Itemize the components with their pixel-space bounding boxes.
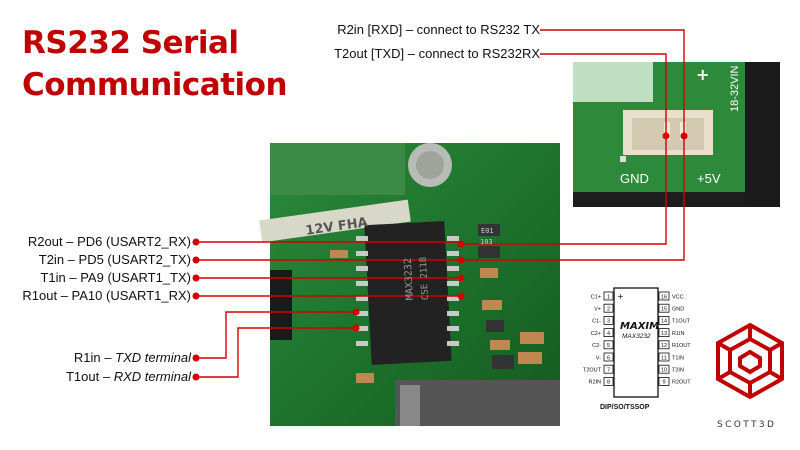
board-plus-sign: + xyxy=(696,65,709,84)
pinout-pin-left: 1 C1+ xyxy=(591,291,614,301)
pin-label-t2in: T2in – PD5 (USART2_TX) xyxy=(38,252,191,267)
pin-name: GND xyxy=(672,307,684,313)
pin-label-t1out: T1out – RXD terminal xyxy=(65,369,191,384)
chip-marking-2: CSE 2118 xyxy=(419,257,431,301)
pinout-pin-right: 15 GND xyxy=(658,303,684,313)
t2out-label: T2out [TXD] – connect to RS232RX xyxy=(334,46,540,61)
leader-lines xyxy=(196,29,685,378)
pin-name: VCC xyxy=(672,294,684,300)
pin-number: 6 xyxy=(607,355,610,361)
pinout-pin-left: 6 V- xyxy=(596,352,614,362)
pinout-pin-right: 12 R1OUT xyxy=(658,340,691,350)
pin-number: 9 xyxy=(662,380,665,386)
pin-name: C1- xyxy=(592,319,601,325)
pinout-pin-right: 9 R2OUT xyxy=(658,376,691,386)
chip-marking: MAX3232 xyxy=(403,258,416,301)
pin-number: 13 xyxy=(661,331,667,337)
pinout-package: DIP/SO/TSSOP xyxy=(600,404,650,411)
connector-photo xyxy=(573,62,780,207)
pin-number: 10 xyxy=(661,368,667,374)
svg-text:+: + xyxy=(617,292,624,301)
title-line-1: RS232 Serial xyxy=(22,25,239,61)
pinout-part: MAX3232 xyxy=(622,333,651,340)
pinout-pin-left: 3 C1- xyxy=(592,315,614,325)
pin-number: 14 xyxy=(661,319,667,325)
pin-number: 12 xyxy=(661,343,667,349)
pin-number: 2 xyxy=(607,307,610,313)
pinout-brand: MAXIM xyxy=(620,321,659,332)
pin-number: 7 xyxy=(607,368,610,374)
page-title: RS232 Serial Communication xyxy=(22,22,288,106)
pinout-left-pins: 1 C1+ 2 V+ 3 C1- 4 C2+ 5 C2- 6 V- 7 T2OUT 8 R2IN xyxy=(583,291,614,386)
pin-name: R1OUT xyxy=(672,343,691,349)
r2in-label: R2in [RXD] – connect to RS232 TX xyxy=(337,22,540,37)
pinout-right-pins: 16 VCC 15 GND 14 T1OUT 13 R1IN 12 R1OUT 11 T1IN 10 T2… xyxy=(658,291,691,386)
pin-number: 4 xyxy=(607,331,610,337)
pinout-pin-left: 2 V+ xyxy=(594,303,614,313)
board-side-label: 18-32VIN xyxy=(729,65,741,112)
pin-name: C2- xyxy=(592,343,601,349)
scott3d-logo xyxy=(716,322,784,400)
pin-number: 8 xyxy=(607,380,610,386)
title-line-2: Communication xyxy=(22,67,288,103)
pin-label-r2out: R2out – PD6 (USART2_RX) xyxy=(27,234,191,249)
pinout-pin-right: 16 VCC xyxy=(658,291,684,301)
five-volt-label: +5V xyxy=(697,171,721,186)
resistor-label: 103 xyxy=(480,238,493,246)
pinout-diagram: + MAXIM MAX3232 DIP/SO/TSSOP 1 C1+ 2 V+ 3 C1-… xyxy=(583,287,691,411)
pin-name: V- xyxy=(596,355,601,361)
pin-name: T2OUT xyxy=(583,368,602,374)
pin-name: T2IN xyxy=(672,368,684,374)
pin-label-r1out: R1out – PA10 (USART1_RX) xyxy=(22,288,191,303)
pin-name: C1+ xyxy=(591,294,601,300)
pin-number: 15 xyxy=(661,307,667,313)
pin-name: T1IN xyxy=(672,355,684,361)
pin-number: 5 xyxy=(607,343,610,349)
pinout-pin-right: 14 T1OUT xyxy=(658,315,691,325)
pin-name: V+ xyxy=(594,307,601,313)
pin-number: 1 xyxy=(607,294,610,300)
pin-name: R2OUT xyxy=(672,380,691,386)
pin-label-r1in: R1in – TXD terminal xyxy=(73,350,191,365)
resistor-label-2: E01 xyxy=(481,227,494,235)
pin-number: 16 xyxy=(661,294,667,300)
pinout-pin-left: 4 C2+ xyxy=(591,328,614,338)
pin-name: R2IN xyxy=(588,380,601,386)
logo-text: SCOTT3D xyxy=(717,420,777,430)
gnd-label: GND xyxy=(620,171,649,186)
pinout-pin-right: 11 T1IN xyxy=(658,352,684,362)
pcb-photo xyxy=(259,143,560,426)
pinout-pin-right: 13 R1IN xyxy=(658,328,685,338)
pinout-pin-left: 7 T2OUT xyxy=(583,364,614,374)
pin-name: C2+ xyxy=(591,331,601,337)
pinout-pin-right: 10 T2IN xyxy=(658,364,684,374)
pin-name: R1IN xyxy=(672,331,685,337)
pin-name: T1OUT xyxy=(672,319,691,325)
pin-number: 3 xyxy=(607,319,610,325)
pinout-pin-left: 5 C2- xyxy=(592,340,614,350)
pinout-pin-left: 8 R2IN xyxy=(588,376,614,386)
pin-label-t1in: T1in – PA9 (USART1_TX) xyxy=(40,270,191,285)
pin-number: 11 xyxy=(661,355,667,361)
leader-dots xyxy=(192,132,688,381)
